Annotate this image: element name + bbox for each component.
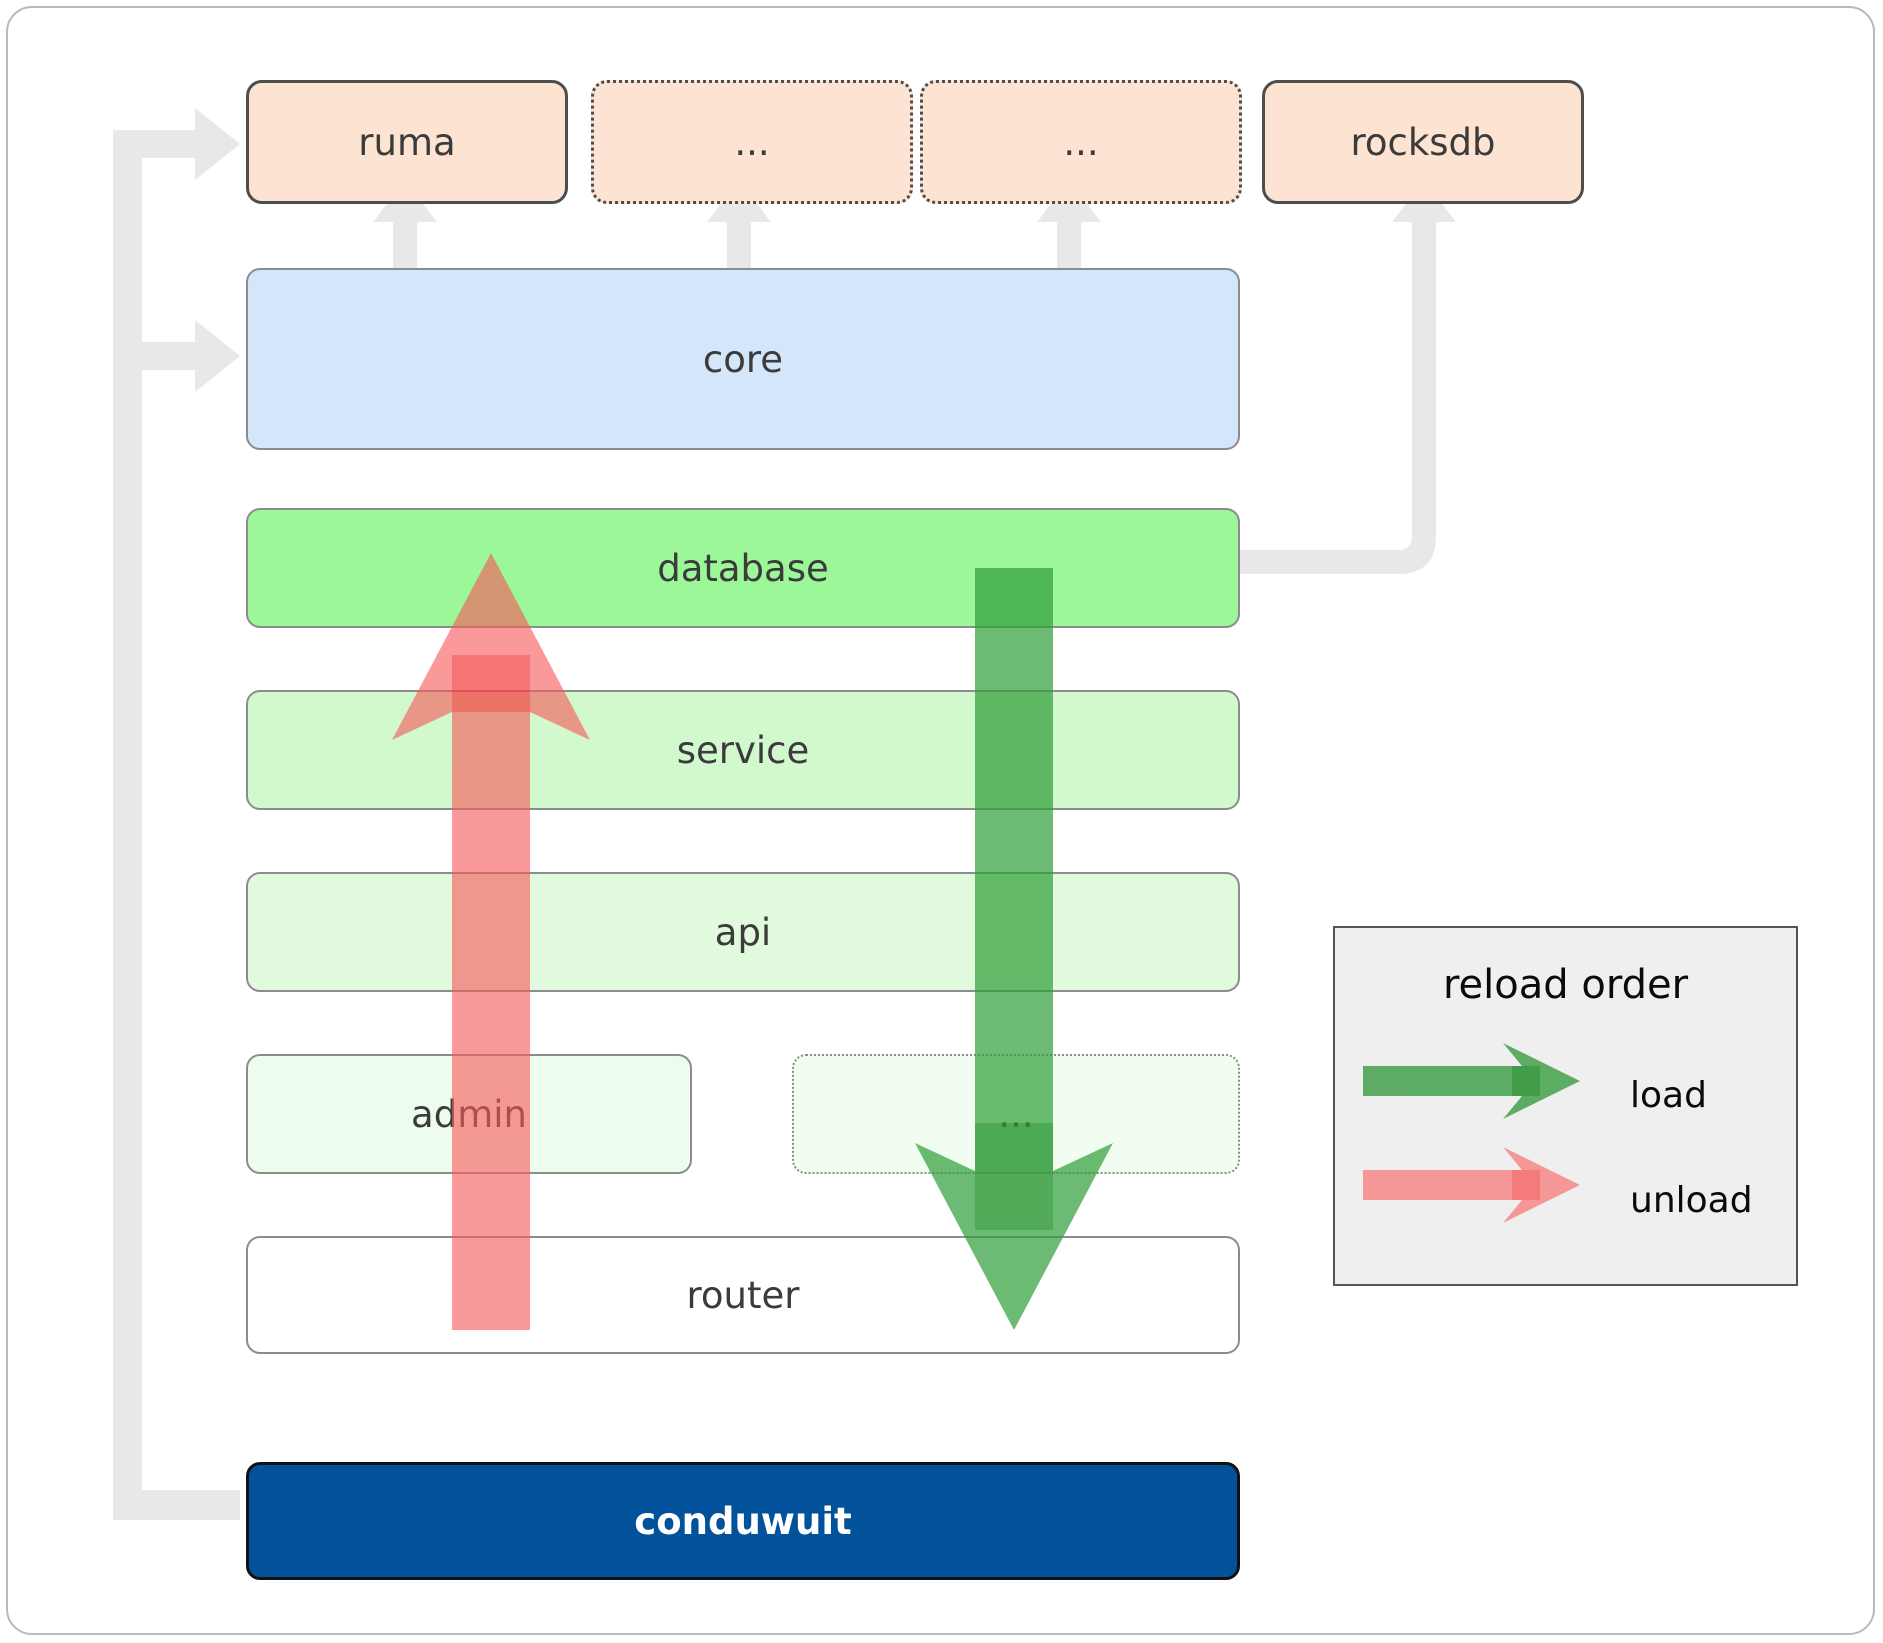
load-arrow-shaft [975, 568, 1053, 1230]
legend-label-unload: unload [1630, 1180, 1753, 1221]
node-dots-2[interactable]: ... [920, 80, 1242, 204]
arrow-to-ruma [113, 108, 240, 180]
node-dots-1[interactable]: ... [591, 80, 913, 204]
node-router-label: router [686, 1273, 800, 1317]
node-dots-1-label: ... [734, 120, 770, 164]
branch-to-core-stem [113, 130, 142, 360]
arrow-to-core [142, 320, 240, 392]
unload-arrow [392, 553, 590, 1330]
node-database[interactable]: database [246, 508, 1240, 628]
node-service-label: service [676, 728, 810, 772]
load-arrow-head [915, 1123, 1113, 1330]
node-rocksdb[interactable]: rocksdb [1262, 80, 1584, 204]
left-trunk-path [113, 130, 200, 1520]
unload-arrow-shaft [452, 655, 530, 1330]
node-core[interactable]: core [246, 268, 1240, 450]
legend-title: reload order [1442, 962, 1689, 1008]
unload-arrow-head [392, 553, 590, 760]
node-dots-2-label: ... [1063, 120, 1099, 164]
elbow-database-to-rocksdb [1240, 180, 1456, 574]
node-database-label: database [657, 546, 829, 590]
conduwuit-to-trunk-path [113, 1490, 240, 1520]
node-ruma[interactable]: ruma [246, 80, 568, 204]
node-router[interactable]: router [246, 1236, 1240, 1354]
load-arrow-core-overlay [975, 1123, 1053, 1230]
node-conduwuit[interactable]: conduwuit [246, 1462, 1240, 1580]
legend-load-arrow [1363, 1043, 1580, 1119]
legend-label-load: load [1630, 1075, 1707, 1116]
node-rocksdb-label: rocksdb [1350, 120, 1496, 164]
node-api[interactable]: api [246, 872, 1240, 992]
node-conduwuit-label: conduwuit [634, 1499, 852, 1543]
unload-arrow-core-overlay [452, 655, 530, 712]
node-ruma-label: ruma [358, 120, 456, 164]
legend-box [1333, 926, 1798, 1286]
node-api-label: api [714, 910, 772, 954]
load-arrow [915, 568, 1113, 1330]
legend-unload-arrow [1363, 1147, 1580, 1223]
node-core-label: core [702, 337, 784, 381]
